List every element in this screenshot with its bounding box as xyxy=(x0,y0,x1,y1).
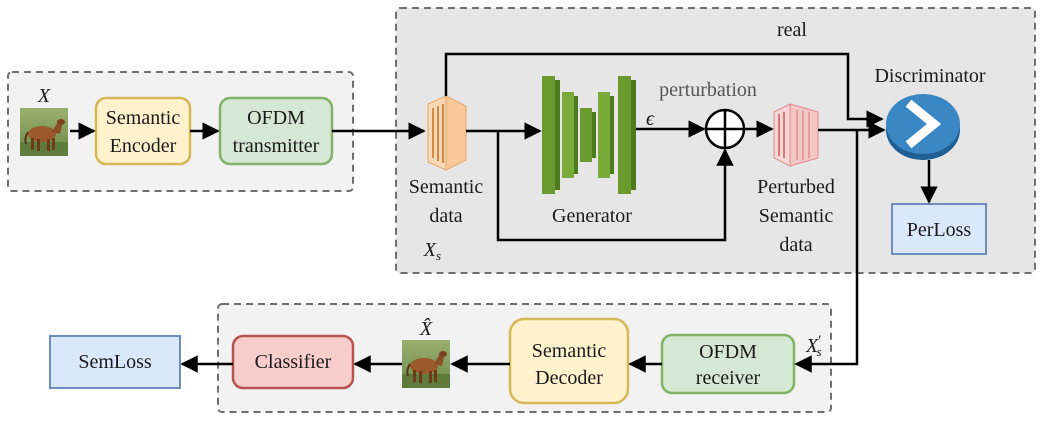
perturbed-data-line3: data xyxy=(779,234,812,256)
connectors xyxy=(70,52,938,373)
generator-label: Generator xyxy=(552,205,632,227)
perturbed-data-line2: Semantic xyxy=(759,205,834,227)
xhat-label: X̂ xyxy=(419,317,433,340)
ofdm-receiver-line1: OFDM xyxy=(699,341,757,363)
input-x-label: X xyxy=(37,85,51,107)
semloss-label: SemLoss xyxy=(78,351,152,373)
semantic-decoder-box xyxy=(508,317,630,405)
generator-network-icon xyxy=(542,76,636,194)
semantic-decoder-line2: Decoder xyxy=(535,367,603,389)
ofdm-transmitter-line2: transmitter xyxy=(233,135,320,157)
perturbation-label: perturbation xyxy=(659,79,757,101)
horse-image-icon xyxy=(401,339,451,389)
horse-image-icon xyxy=(19,107,69,157)
semantic-data-line2: data xyxy=(429,205,462,227)
real-label: real xyxy=(777,19,807,41)
perturbed-data-icon xyxy=(773,103,819,167)
semantic-decoder-line1: Semantic xyxy=(532,340,607,362)
perloss-label: PerLoss xyxy=(907,219,972,241)
semloss-box xyxy=(49,335,181,389)
discriminator-label: Discriminator xyxy=(874,65,985,87)
classifier-label: Classifier xyxy=(255,351,332,373)
discriminator-icon xyxy=(886,94,960,160)
ofdm-transmitter-line1: OFDM xyxy=(247,107,305,129)
path-to-receiver xyxy=(794,130,859,373)
semantic-encoder-line1: Semantic xyxy=(106,107,181,129)
semantic-encoder-line2: Encoder xyxy=(110,135,177,157)
perloss-box xyxy=(891,203,987,255)
semantic-data-line1: Semantic xyxy=(409,176,484,198)
xs-prime-label: X′s xyxy=(805,333,822,359)
classifier-box xyxy=(231,334,355,390)
adder-icon xyxy=(704,108,746,150)
real-path xyxy=(444,52,884,128)
epsilon-label: ϵ xyxy=(646,108,655,130)
semantic-data-symbol: Xs xyxy=(423,239,441,263)
skip-connection xyxy=(496,131,734,242)
semantic-data-icon xyxy=(427,95,467,171)
perturbed-data-line1: Perturbed xyxy=(757,176,835,198)
ofdm-receiver-line2: receiver xyxy=(696,367,761,389)
